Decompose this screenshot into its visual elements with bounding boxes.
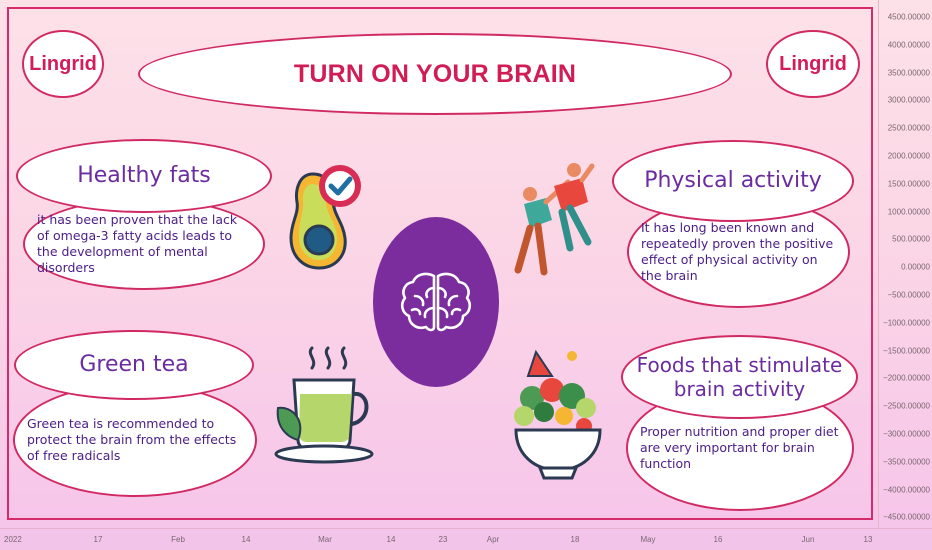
card-description-green-tea: Green tea is recommended to protect the … <box>13 383 257 497</box>
time-label: 23 <box>438 535 448 544</box>
price-label: 3500.00000 <box>887 68 930 78</box>
title-banner: TURN ON YOUR BRAIN <box>138 33 732 115</box>
card-heading-green-tea: Green tea <box>14 330 254 400</box>
time-label: 16 <box>713 535 723 544</box>
salad-bowl-icon <box>514 349 602 480</box>
card-heading-physical-activity: Physical activity <box>612 140 854 222</box>
time-axis[interactable]: 2022 17 Feb 14 Mar 14 23 Apr 18 May 16 Jun 13 <box>0 528 932 550</box>
time-label: May <box>640 535 656 544</box>
price-label: −4500.00000 <box>883 512 930 522</box>
logo-right-text: Lingrid <box>779 52 847 75</box>
price-label: 2000.00000 <box>887 151 930 161</box>
time-label: 17 <box>93 535 103 544</box>
time-label: 14 <box>241 535 251 544</box>
logo-right: Lingrid <box>766 30 860 98</box>
price-label: 1000.00000 <box>887 207 930 217</box>
brain-icon <box>400 272 472 332</box>
card-text: It has long been known and repeatedly pr… <box>641 220 834 283</box>
price-axis[interactable]: 4500.00000 4000.00000 3500.00000 3000.00000… <box>878 0 932 528</box>
time-label: 14 <box>386 535 396 544</box>
content-frame <box>7 7 873 520</box>
card-text: Green tea is recommended to protect the … <box>27 416 237 463</box>
price-label: 2500.00000 <box>887 123 930 133</box>
time-label: 2022 <box>4 535 22 544</box>
price-label: −4000.00000 <box>883 485 930 495</box>
price-label: −500.00000 <box>887 290 931 300</box>
price-label: 4500.00000 <box>887 12 930 22</box>
card-text: Proper nutrition and proper diet are ver… <box>640 424 839 471</box>
price-label: −1500.00000 <box>883 346 930 356</box>
page-title: TURN ON YOUR BRAIN <box>293 59 577 88</box>
card-heading: Healthy fats <box>77 163 211 188</box>
card-heading-healthy-fats: Healthy fats <box>16 139 272 213</box>
stretching-people-icon <box>514 163 595 276</box>
time-label: Jun <box>801 535 815 544</box>
price-label: 500.00000 <box>892 234 930 244</box>
price-label: 0.00000 <box>901 262 930 272</box>
price-label: −3000.00000 <box>883 429 930 439</box>
logo-left: Lingrid <box>22 30 104 98</box>
logo-left-text: Lingrid <box>29 52 97 75</box>
card-heading: Foods that stimulate brain activity <box>636 353 843 401</box>
price-label: 4000.00000 <box>887 40 930 50</box>
card-heading-foods: Foods that stimulate brain activity <box>621 335 858 419</box>
time-label: Feb <box>171 535 185 544</box>
brain-circle <box>373 217 499 387</box>
tea-cup-icon <box>274 346 374 464</box>
card-text: it has been proven that the lack of omeg… <box>37 212 238 275</box>
chart-area[interactable]: Lingrid Lingrid TURN ON YOUR BRAIN it ha… <box>0 0 878 528</box>
card-heading: Green tea <box>79 352 189 377</box>
time-label: 13 <box>863 535 873 544</box>
avocado-check-icon <box>289 165 361 270</box>
price-label: −2500.00000 <box>883 401 930 411</box>
time-label: Mar <box>318 535 332 544</box>
price-label: −1000.00000 <box>883 318 930 328</box>
time-label: Apr <box>486 535 500 544</box>
price-label: 1500.00000 <box>887 179 930 189</box>
card-heading: Physical activity <box>644 168 822 193</box>
time-label: 18 <box>570 535 580 544</box>
price-label: −3500.00000 <box>883 457 930 467</box>
price-label: −2000.00000 <box>883 373 930 383</box>
price-label: 3000.00000 <box>887 95 930 105</box>
